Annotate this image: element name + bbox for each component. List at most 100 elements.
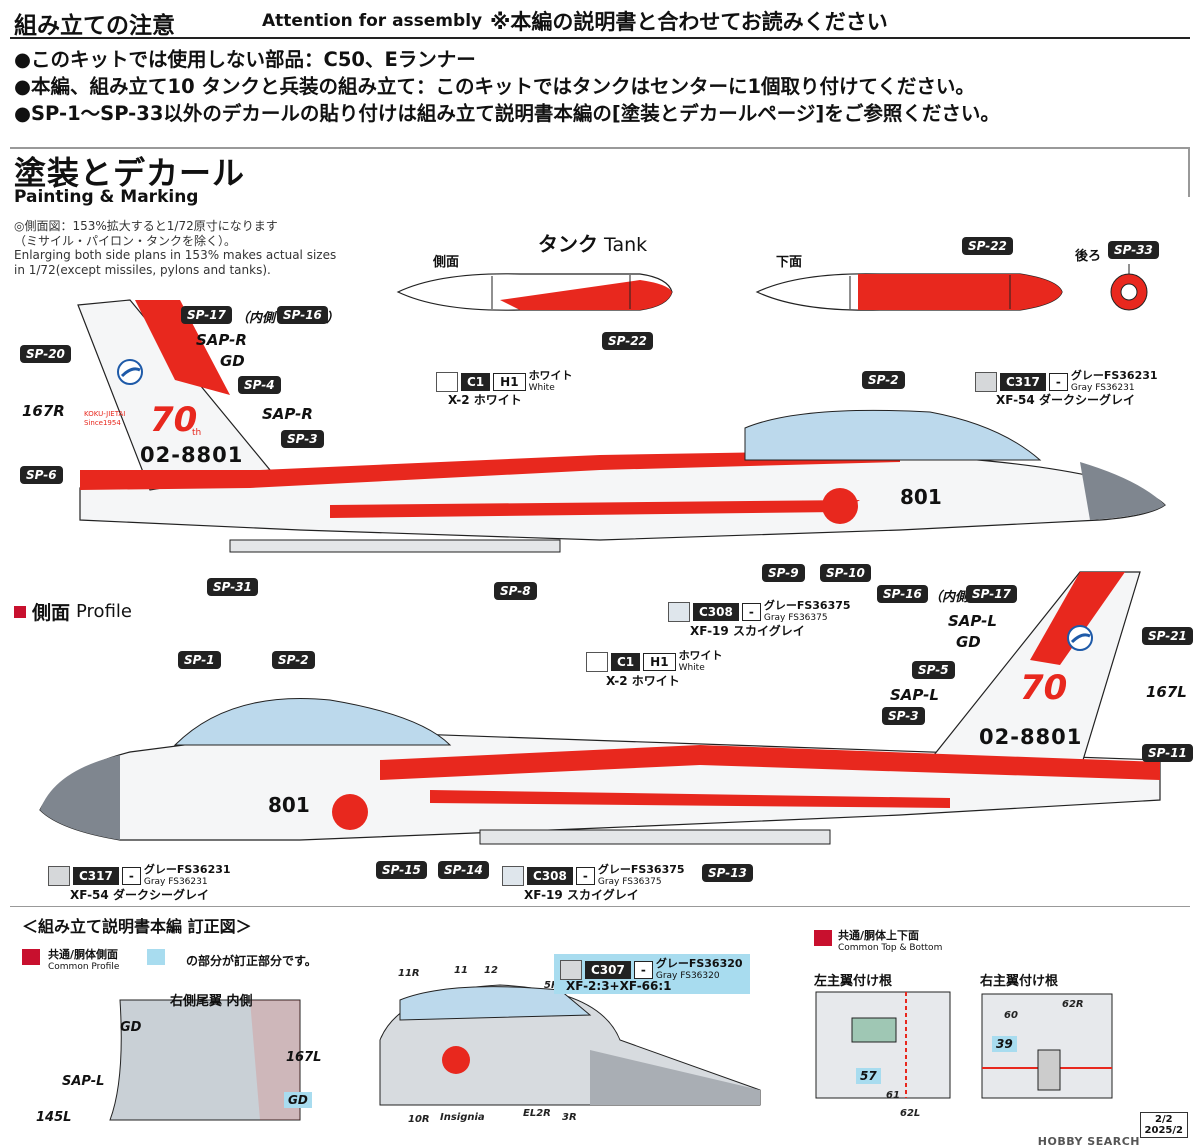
swatch — [975, 372, 997, 392]
tag-sp15: SP-15 — [376, 861, 427, 879]
swatch — [502, 866, 524, 886]
left-root-title: 左主翼付け根 — [814, 974, 893, 989]
tag-sp11: SP-11 — [1142, 744, 1193, 762]
tag-sp6: SP-6 — [20, 466, 63, 484]
swatch — [436, 372, 458, 392]
section-title: 塗装とデカール — [14, 154, 246, 192]
scale-note-line: （ミサイル・パイロン・タンクを除く）。 — [14, 233, 237, 248]
nose-label-3r: 3R — [562, 1112, 577, 1123]
page-title: 組み立ての注意 — [14, 13, 175, 39]
caption-sap-r-1: SAP-R — [196, 331, 247, 349]
inner-label-upper: （内側 — [236, 311, 276, 326]
upper-aircraft-drawing — [77, 299, 1166, 553]
tank-side-label: 側面 — [433, 255, 460, 270]
tag-sp21: SP-21 — [1142, 627, 1193, 645]
tail-label-gd2: GD — [284, 1092, 312, 1108]
anniversary-70-upper: 70 — [150, 400, 198, 440]
tag-sp33: SP-33 — [1108, 241, 1159, 259]
anniversary-70-lower: 70 — [1020, 668, 1068, 708]
color-name-darkseagray-upper: XF-54 ダークシーグレイ — [996, 393, 1135, 407]
tag-sp22-bottom: SP-22 — [962, 237, 1013, 255]
right-label-39: 39 — [992, 1036, 1017, 1052]
tag-sp9: SP-9 — [762, 564, 805, 582]
color-code-h: - — [741, 603, 761, 621]
profile-red-mark — [14, 605, 26, 618]
correction-title: ＜組み立て説明書本編 訂正図＞ — [22, 917, 252, 936]
tank-rear-drawing — [1110, 264, 1148, 311]
color-code: C317 — [1000, 373, 1046, 391]
caption-gd-lower: GD — [956, 633, 981, 651]
tag-sp14: SP-14 — [438, 861, 489, 879]
swatch — [560, 960, 582, 980]
right-label-62r: 62R — [1062, 999, 1084, 1010]
tag-sp16-lower: SP-16 — [877, 585, 928, 603]
page-title-en: Attention for assembly — [262, 11, 483, 31]
note-unused-parts: ●このキットでは使用しない部品：C50、Eランナー — [14, 48, 476, 71]
color-code-h: - — [633, 961, 653, 979]
nose-label-11: 11 — [454, 965, 468, 976]
anniversary-text-upper: KOKU-JIETAI Since1954 — [84, 410, 126, 427]
left-label-57: 57 — [856, 1068, 881, 1084]
caption-sap-r-2: SAP-R — [262, 405, 313, 423]
color-code-h: H1 — [643, 653, 676, 671]
tag-sp5: SP-5 — [912, 661, 955, 679]
color-name-skygray-lower: XF-19 スカイグレイ — [524, 888, 639, 902]
right-root-drawing — [981, 993, 1113, 1099]
serial-lower: 02-8801 — [979, 725, 1083, 749]
color-code: C1 — [461, 373, 491, 391]
nose-label-11r: 11R — [398, 968, 420, 979]
color-name-white-upper: X-2 ホワイト — [448, 393, 522, 407]
tank-side-drawing — [396, 273, 673, 311]
scale-note-line: in 1/72(except missiles, pylons and tank… — [14, 262, 271, 277]
legend-blue-text: の部分が訂正部分です。 — [186, 954, 317, 968]
tail-label-145l: 145L — [36, 1110, 72, 1125]
section-frame — [10, 147, 1190, 197]
serial-upper: 02-8801 — [140, 443, 244, 467]
watermark: HOBBY SEARCH — [1037, 1135, 1140, 1148]
tag-sp31: SP-31 — [207, 578, 258, 596]
tank-bottom-label: 下面 — [776, 255, 803, 270]
tank-rear-label: 後ろ — [1075, 249, 1102, 264]
color-code-h: - — [121, 867, 141, 885]
tank-title-en: Tank — [604, 234, 648, 256]
right-label-60: 60 — [1004, 1010, 1018, 1021]
color-code: C1 — [611, 653, 641, 671]
tag-sp2-upper: SP-2 — [862, 371, 905, 389]
page-number: 2/2 — [1154, 1114, 1173, 1125]
tail-correction-drawing — [109, 999, 301, 1121]
nose-label-insignia: Insignia — [440, 1112, 485, 1123]
color-code: C308 — [527, 867, 573, 885]
swatch — [48, 866, 70, 886]
nose-correction-drawing — [379, 984, 761, 1106]
tag-sp1: SP-1 — [178, 651, 221, 669]
anniversary-th-upper: th — [192, 428, 202, 438]
left-label-62l: 62L — [900, 1108, 921, 1119]
scale-note-line: ◎側面図：153%拡大すると1/72原寸になります — [14, 219, 278, 233]
legend-blue-square — [147, 949, 165, 965]
color-name-skygray-upper: XF-19 スカイグレイ — [690, 624, 805, 638]
nose-label-10r: 10R — [408, 1114, 430, 1125]
tag-sp13: SP-13 — [702, 864, 753, 882]
inner-close-upper: ） — [326, 311, 340, 326]
tag-sp10: SP-10 — [820, 564, 871, 582]
nose-label-12: 12 — [484, 965, 498, 976]
color-name-gray36320: XF-2:3+XF-66:1 — [566, 979, 672, 993]
color-code: C307 — [585, 961, 631, 979]
tail-label-167l: 167L — [286, 1050, 322, 1065]
tag-sp3-lower: SP-3 — [882, 707, 925, 725]
section-title-en: Painting & Marking — [14, 187, 199, 207]
color-code-h: - — [575, 867, 595, 885]
color-code-h: - — [1048, 373, 1068, 391]
header-note: ※本編の説明書と合わせてお読みください — [490, 10, 888, 34]
tag-sp16-upper: SP-16 — [277, 306, 328, 324]
